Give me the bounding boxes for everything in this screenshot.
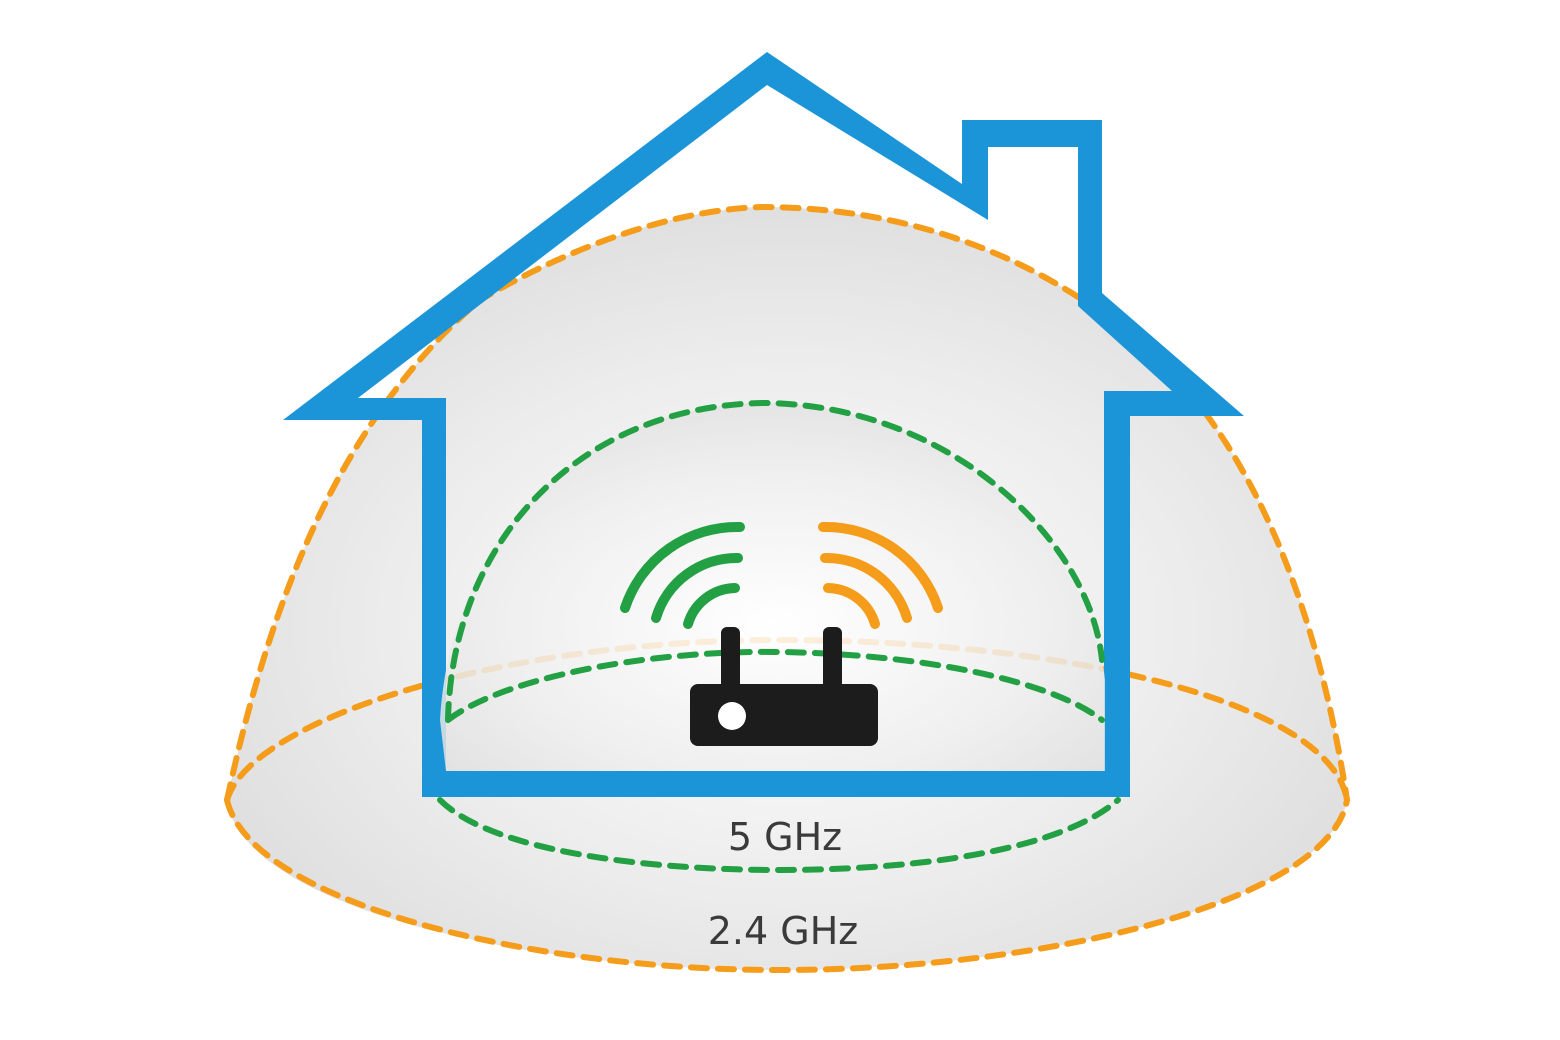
house-walls-roof [283,52,1244,797]
router-icon [690,627,878,746]
router-antenna-right [823,627,842,689]
signal-waves-orange-icon [818,521,943,629]
router-indicator-light [718,702,746,730]
green-wave-small [683,583,740,629]
dome-5ghz-outline [445,399,1105,723]
orange-wave-large [818,521,943,613]
dome-5ghz-base-front [437,797,1121,874]
router-antenna-left [721,627,740,689]
dome-2-4ghz-outline [224,203,1350,803]
dome-5ghz-base-back [445,648,1105,723]
coverage-5ghz-dome [437,399,1121,874]
green-wave-medium [651,552,743,623]
dome-5ghz-fill [440,403,1105,771]
dome-2-4ghz-base-front [224,797,1350,974]
band-label-5ghz: 5 GHz [728,815,842,859]
signal-waves-green-icon [620,521,745,629]
green-wave-large [620,521,745,613]
orange-wave-small [823,583,880,629]
router-body [690,684,878,746]
orange-wave-medium [820,552,912,623]
house-outline [283,52,1244,797]
band-label-2-4ghz: 2.4 GHz [708,909,858,953]
